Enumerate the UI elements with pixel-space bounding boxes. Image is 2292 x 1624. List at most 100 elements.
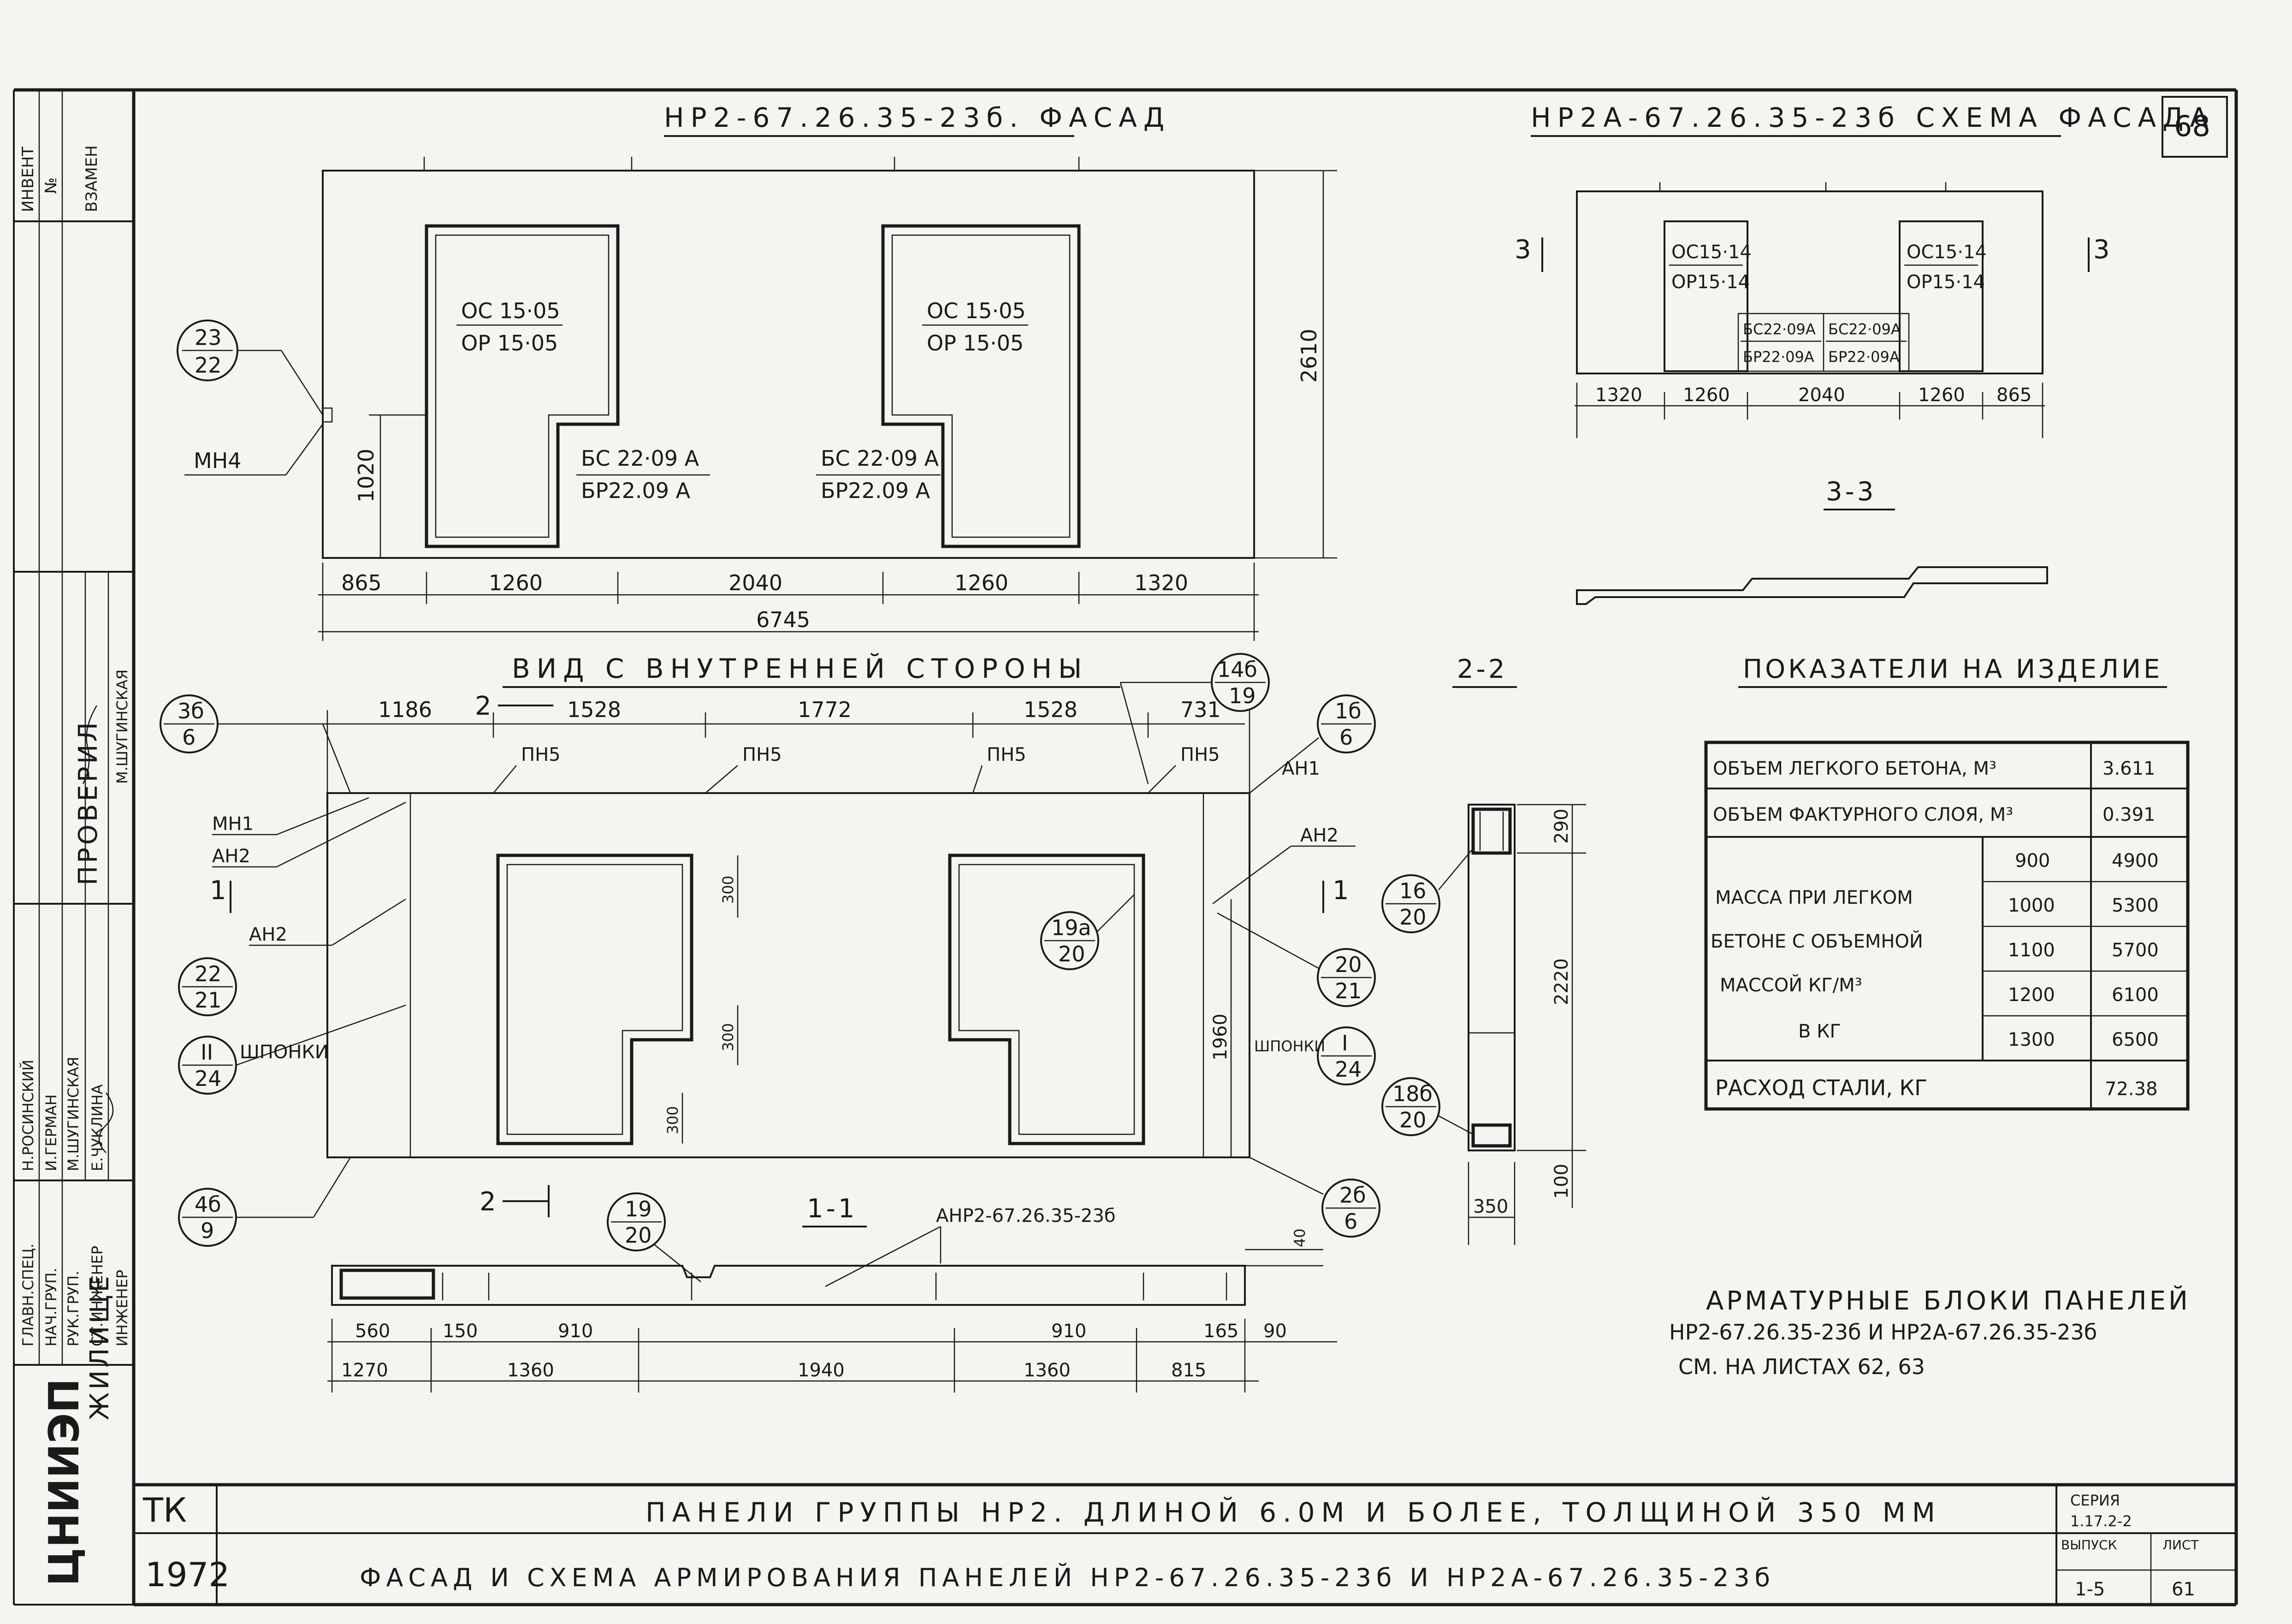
facade-view: НР2-67.26.35-23б. ФАСАД ОС 15·05 ОР 15·0…	[177, 102, 1337, 641]
scheme-section-label: 3-3	[1826, 477, 1876, 507]
callout-20-top: 20	[1335, 952, 1362, 977]
inner-callout-3b: 3б 6	[160, 694, 351, 794]
stamp-role-5: ИНЖЕНЕР	[113, 1270, 131, 1346]
tb-issue: 1-5	[2075, 1579, 2105, 1600]
inner-callout-1b: 1б 6	[1249, 694, 1376, 794]
mass-value-3: 5700	[2112, 940, 2159, 961]
stamp-name-1: Н.РОСИНСКИЙ	[19, 1060, 37, 1171]
mass-density-5: 1300	[2008, 1029, 2055, 1050]
tb-line-1: ПАНЕЛИ ГРУППЫ НР2. ДЛИНОЙ 6.0М И БОЛЕЕ, …	[646, 1496, 1942, 1528]
facade-block-1-bot: БР22.09 А	[581, 478, 691, 503]
callout-19a-bot: 20	[1058, 942, 1085, 966]
inner-dim-v3: 300	[664, 1106, 681, 1134]
indicator-row-2-label: ОБЪЕМ ФАКТУРНОГО СЛОЯ, М³	[1713, 804, 2013, 825]
scheme-block-1-top: БС22·09А	[1743, 320, 1816, 338]
inner-callout-20: 20 21	[1217, 912, 1376, 1007]
facade-opening-1-top: ОС 15·05	[461, 298, 560, 323]
mass-label-4: В КГ	[1798, 1021, 1841, 1042]
inner-dim-3: 1772	[798, 697, 852, 722]
reinforcement-note: АРМАТУРНЫЕ БЛОКИ ПАНЕЛЕЙ НР2-67.26.35-23…	[1669, 1286, 2188, 1379]
scheme-dim-2: 1260	[1683, 385, 1730, 406]
stamp-name-3: М.ШУГИНСКАЯ	[65, 1057, 82, 1171]
facade-block-2-bot: БР22.09 А	[821, 478, 930, 503]
stamp-name-5: М.ШУГИНСКАЯ	[113, 670, 131, 784]
tb-year: 1972	[145, 1555, 230, 1594]
stamp-role-1: ГЛАВН.СПЕЦ.	[19, 1244, 37, 1346]
inner-callout-22: 22 21	[178, 957, 237, 1016]
callout-14b-bot: 19	[1229, 683, 1256, 708]
scheme-dim-5: 865	[1996, 385, 2031, 406]
stamp-role-2: НАЧ.ГРУП.	[42, 1268, 60, 1346]
callout-I-top: I	[1342, 1031, 1348, 1055]
inner-cut-1-right: 1	[1333, 876, 1352, 906]
facade-title: НР2-67.26.35-23б. ФАСАД	[664, 102, 1171, 133]
scheme-opening-2-top: ОС15·14	[1907, 242, 1987, 263]
callout-16-bot: 20	[1399, 905, 1427, 930]
section11-bot-4: 1360	[1024, 1360, 1071, 1381]
inner-pn-1: ПН5	[521, 744, 561, 765]
steel-label: РАСХОД СТАЛИ, КГ	[1715, 1075, 1927, 1100]
stamp-logo: ЦНИИЭП	[40, 1378, 89, 1586]
facade-opening-2-bot: ОР 15·05	[927, 331, 1024, 356]
inner-cut-1-left: 1	[210, 876, 229, 906]
section11-label: 1-1	[807, 1194, 857, 1224]
section22-label: 2-2	[1457, 654, 1507, 684]
callout-2b-top: 2б	[1339, 1183, 1366, 1208]
callout-II-top: II	[201, 1040, 213, 1065]
inner-pn-2: ПН5	[742, 744, 782, 765]
inner-an2-right: АН2	[1300, 825, 1338, 846]
section11-dim-v: 40	[1291, 1228, 1309, 1247]
facade-dim-2: 1260	[489, 570, 543, 595]
scheme-dim-1: 1320	[1595, 385, 1642, 406]
callout-4b-top: 4б	[195, 1192, 221, 1217]
inner-dim-1: 1186	[378, 697, 432, 722]
inner-mn1: МН1	[212, 813, 254, 835]
stamp-no-label: №	[42, 178, 60, 194]
tb-issue-label: ВЫПУСК	[2061, 1537, 2117, 1553]
inner-shponki-right: ШПОНКИ	[1254, 1037, 1325, 1055]
sheet-frame	[13, 88, 2238, 1606]
inner-an1-right: АН1	[1282, 758, 1320, 779]
stamp-inv-label: ИНВЕНТ	[19, 147, 37, 212]
callout-I-bot: 24	[1335, 1057, 1362, 1082]
facade-dim-3: 2040	[728, 570, 782, 595]
callout-19-bot: 20	[625, 1223, 652, 1248]
stamp-zhilishche-label: ЖИЛИЩЕ	[85, 1273, 115, 1420]
mass-value-1: 4900	[2112, 850, 2159, 871]
scheme-block-2-bot: БР22·09А	[1828, 348, 1900, 366]
indicators-title: ПОКАЗАТЕЛИ НА ИЗДЕЛИЕ	[1743, 654, 2162, 684]
tb-series: 1.17.2-2	[2070, 1512, 2132, 1530]
section11-callout-19: 19 20	[607, 1192, 701, 1282]
facade-height: 2610	[1297, 329, 1321, 383]
callout-18b-bot: 20	[1399, 1108, 1427, 1132]
callout-22-top: 22	[195, 961, 222, 986]
callout-4b-bot: 9	[201, 1218, 214, 1243]
mass-value-4: 6100	[2112, 984, 2159, 1006]
scheme-block-1-bot: БР22·09А	[1743, 348, 1814, 366]
stamp-role-4: СТ.ИНЖЕНЕР	[89, 1246, 106, 1346]
scheme-title: НР2А-67.26.35-23б СХЕМА ФАСАДА	[1531, 102, 2215, 133]
callout-1b-top: 1б	[1335, 699, 1362, 723]
mass-density-2: 1000	[2008, 895, 2055, 916]
scheme-dim-3: 2040	[1798, 385, 1845, 406]
inner-cut-2-top: 2	[475, 691, 494, 721]
inner-pn-3: ПН5	[987, 744, 1026, 765]
section11-top-5: 165	[1203, 1321, 1238, 1342]
facade-block-1-top: БС 22·09 А	[581, 446, 699, 471]
mass-density-1: 900	[2015, 850, 2050, 871]
mass-value-5: 6500	[2112, 1029, 2159, 1050]
inner-cut-2-bot: 2	[480, 1187, 499, 1217]
mass-value-2: 5300	[2112, 895, 2159, 916]
facade-scheme: НР2А-67.26.35-23б СХЕМА ФАСАДА 68 ОС15·1…	[1515, 96, 2228, 605]
callout-14b-top: 14б	[1217, 657, 1257, 682]
section-1-1: 1-1 АНР2-67.26.35-23б 19 20 40 560 150 9…	[327, 1192, 1337, 1393]
signature-mark	[82, 705, 114, 1153]
note-line-3: СМ. НА ЛИСТАХ 62, 63	[1678, 1354, 1925, 1379]
title-block: ТК 1972 ПАНЕЛИ ГРУППЫ НР2. ДЛИНОЙ 6.0М И…	[134, 1483, 2236, 1605]
facade-opening-1-bot: ОР 15·05	[461, 331, 558, 356]
tb-series-label: СЕРИЯ	[2070, 1492, 2120, 1509]
scheme-cut-left: 3	[1515, 235, 1534, 265]
mass-label-2: БЕТОНЕ С ОБЪЕМНОЙ	[1711, 930, 1923, 952]
inner-callout-14b: 14б 19	[1119, 653, 1270, 784]
tb-sheet-label: ЛИСТ	[2162, 1537, 2199, 1553]
